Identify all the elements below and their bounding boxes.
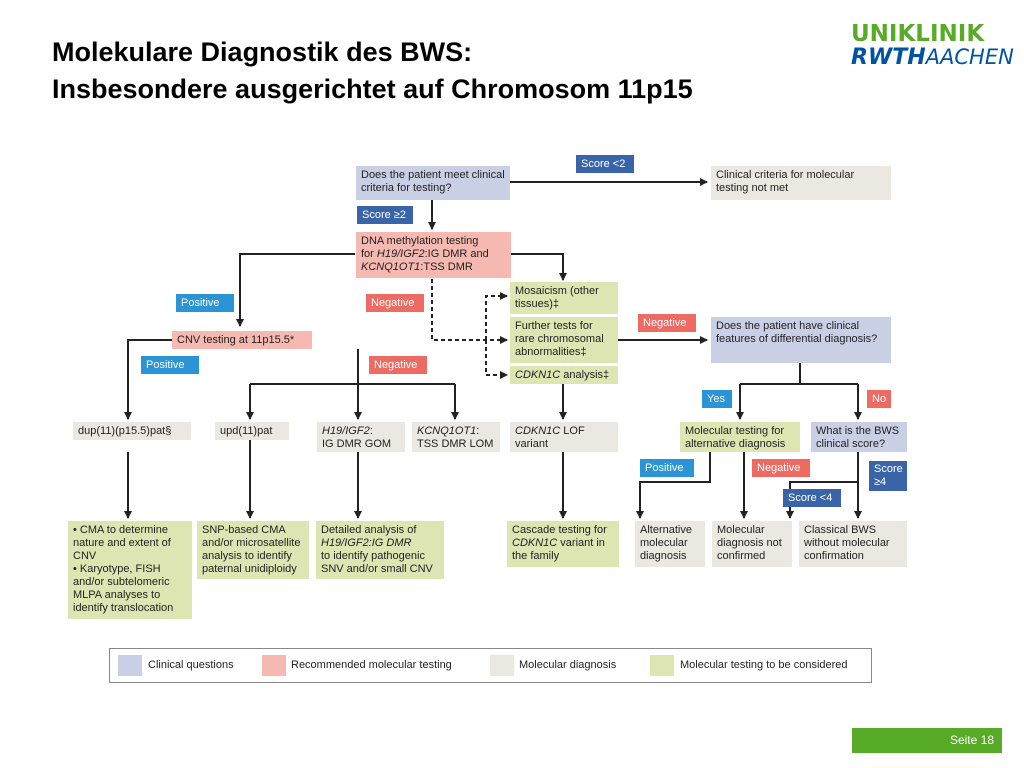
node-dup: dup(11)(p15.5)pat§ [73, 422, 191, 440]
page-number: Seite 18 [949, 733, 994, 747]
tag-negative-further: Negative [638, 314, 696, 332]
legend-swatch-diagnosis [490, 655, 514, 676]
node-snp-cma: SNP-based CMA and/or microsatellite anal… [197, 521, 309, 579]
footer-bar: Seite 18 [852, 728, 1002, 753]
logo-aachen: AACHEN [925, 45, 1014, 69]
node-methylation-testing: DNA methylation testing for H19/IGF2:IG … [356, 232, 511, 278]
methylation-gene-h19: H19/IGF2 [376, 248, 425, 260]
methylation-line3b: :TSS DMR [420, 261, 473, 273]
node-mosaicism: Mosaicism (other tissues)‡ [510, 282, 618, 314]
cdkn1c-lof-label: LOF variant [515, 425, 585, 450]
detailed-dmr: :IG DMR [368, 537, 412, 549]
slide-title-line2: Insbesondere ausgerichtet auf Chromosom … [52, 74, 693, 104]
kcnq-lom-label: TSS DMR LOM [417, 438, 494, 450]
cascade-line1: Cascade testing for [512, 524, 607, 536]
tag-yes: Yes [702, 390, 732, 408]
uniklinik-logo: UNIKLINIK RWTHAACHEN [851, 21, 1014, 70]
legend-swatch-considered [650, 655, 674, 676]
tag-positive-cnv: Positive [141, 356, 199, 374]
node-meet-criteria: Does the patient meet clinical criteria … [356, 166, 510, 200]
logo-rwth: RWTH [851, 45, 926, 70]
kcnq-gene: KCNQ1OT1 [417, 425, 477, 437]
cma-bullet1: • CMA to determine nature and extent of … [73, 524, 171, 562]
node-further-tests: Further tests for rare chromosomal abnor… [510, 317, 618, 363]
node-criteria-not-met: Clinical criteria for molecular testing … [711, 166, 891, 200]
tag-score-ge2: Score ≥2 [357, 206, 413, 224]
node-differential-diagnosis: Does the patient have clinical features … [711, 317, 891, 363]
legend-diagnosis: Molecular diagnosis [519, 659, 617, 671]
methylation-line2b: :IG DMR and [424, 248, 489, 260]
h19-gom-label: IG DMR GOM [322, 438, 392, 450]
tag-negative-alt: Negative [752, 459, 810, 477]
cma-bullet2: • Karyotype, FISH and/or subtelomeric ML… [73, 563, 174, 614]
slide-title-line1: Molekulare Diagnostik des BWS: [52, 37, 473, 67]
slide-title: Molekulare Diagnostik des BWS: Insbesond… [52, 34, 693, 108]
detailed-gene: H19/IGF2 [321, 537, 369, 549]
node-alternative-diagnosis: Alternative molecular diagnosis [635, 521, 705, 567]
legend-swatch-clinical [118, 655, 142, 676]
cascade-line2b: variant in [557, 537, 605, 549]
methylation-line1: DNA methylation testing [361, 235, 479, 247]
node-detailed-analysis: Detailed analysis of H19/IGF2:IG DMR to … [316, 521, 444, 579]
node-upd: upd(11)pat [215, 422, 289, 440]
methylation-gene-kcnq: KCNQ1OT1 [361, 261, 421, 273]
node-bws-score: What is the BWS clinical score? [811, 422, 907, 452]
logo-line2: RWTHAACHEN [851, 45, 1014, 70]
tag-score-ge4: Score ≥4 [869, 461, 907, 491]
tag-score-lt2: Score <2 [576, 155, 634, 173]
node-kcnq-lom: KCNQ1OT1: TSS DMR LOM [412, 422, 500, 452]
detailed-line1: Detailed analysis of [321, 524, 417, 536]
methylation-line2a: for [361, 248, 377, 260]
legend: Clinical questions Recommended molecular… [109, 648, 872, 683]
tag-negative-methylation: Negative [366, 294, 424, 312]
node-cdkn1c-lof: CDKN1C LOF variant [510, 422, 618, 452]
kcnq-colon: : [476, 425, 480, 437]
legend-recommended: Recommended molecular testing [291, 659, 452, 671]
tag-no: No [867, 390, 891, 408]
legend-swatch-recommended [262, 655, 286, 676]
cdkn1c-gene: CDKN1C [515, 369, 561, 381]
node-not-confirmed: Molecular diagnosis not confirmed [712, 521, 792, 567]
tag-positive-methylation: Positive [176, 294, 234, 312]
node-cascade-testing: Cascade testing for CDKN1C variant in th… [507, 521, 619, 567]
node-h19-gom: H19/IGF2: IG DMR GOM [317, 422, 405, 452]
legend-clinical-questions: Clinical questions [148, 659, 234, 671]
logo-line1: UNIKLINIK [851, 21, 985, 47]
cdkn1c-analysis-label: analysis‡ [560, 369, 610, 381]
node-cma-karyotype: • CMA to determine nature and extent of … [68, 521, 192, 619]
h19-colon: : [369, 425, 373, 437]
cascade-line3: the family [512, 550, 560, 562]
node-cdkn1c-analysis: CDKN1C analysis‡ [510, 366, 618, 384]
node-classical-bws: Classical BWS without molecular confirma… [799, 521, 907, 567]
node-cnv-testing: CNV testing at 11p15.5* [172, 331, 312, 349]
cascade-gene: CDKN1C [512, 537, 558, 549]
legend-considered: Molecular testing to be considered [680, 659, 848, 671]
cdkn1c-lof-gene: CDKN1C [515, 425, 561, 437]
tag-score-lt4: Score <4 [783, 489, 841, 507]
detailed-line3: to identify pathogenic SNV and/or small … [321, 550, 433, 575]
tag-positive-alt: Positive [640, 459, 694, 477]
tag-negative-cnv: Negative [369, 356, 427, 374]
h19-gene: H19/IGF2 [322, 425, 370, 437]
node-alternative-testing: Molecular testing for alternative diagno… [680, 422, 800, 452]
